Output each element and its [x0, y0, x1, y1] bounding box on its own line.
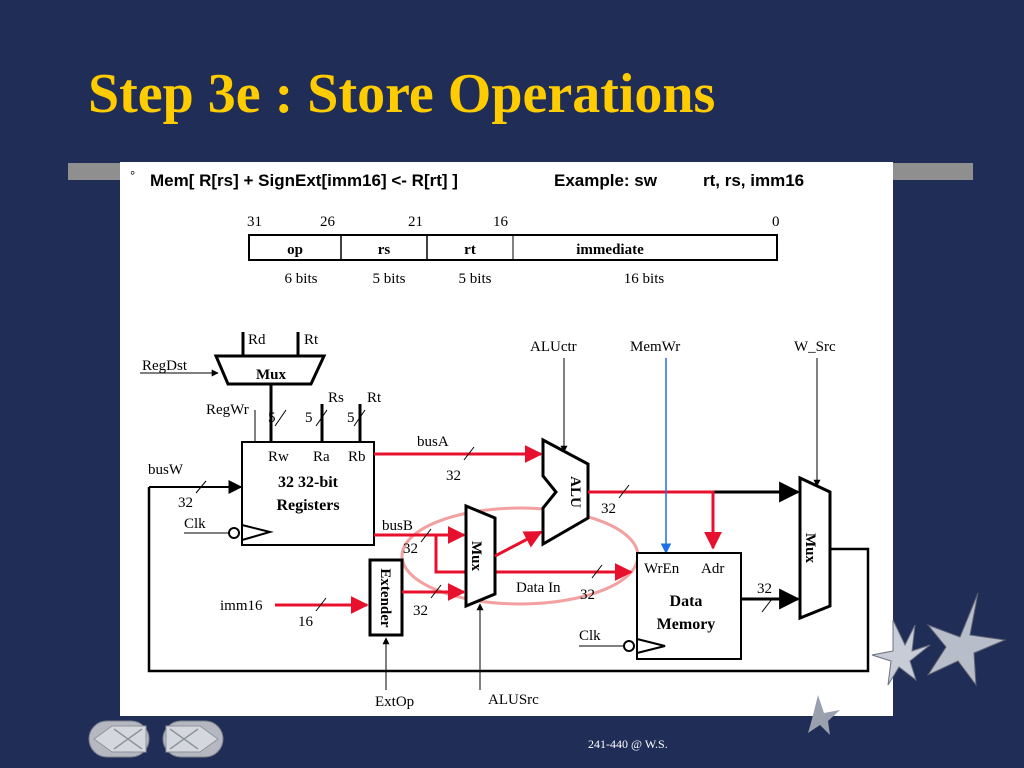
bit-pos-16: 16 — [493, 214, 509, 230]
svg-text:Extender: Extender — [377, 568, 393, 628]
next-slide-icon — [165, 725, 219, 753]
example-args: rt, rs, imm16 — [703, 171, 804, 190]
star-icon — [871, 619, 931, 686]
svg-text:Clk: Clk — [579, 628, 601, 644]
width-immediate: 16 bits — [624, 271, 665, 287]
svg-text:32: 32 — [757, 581, 772, 597]
svg-text:32: 32 — [446, 468, 461, 484]
prev-slide-button[interactable] — [88, 720, 150, 758]
bit-pos-21: 21 — [408, 214, 423, 230]
field-rs: rs — [378, 242, 391, 258]
svg-text:5: 5 — [268, 410, 276, 426]
svg-text:Ra: Ra — [313, 449, 330, 465]
svg-text:Rd: Rd — [248, 332, 266, 348]
svg-text:ALU: ALU — [567, 476, 583, 508]
next-slide-button[interactable] — [162, 720, 224, 758]
clk-label: Clk — [184, 516, 206, 532]
svg-text:ALUSrc: ALUSrc — [488, 692, 539, 708]
memwr-label: MemWr — [630, 339, 680, 355]
busb-label: busB — [382, 518, 413, 534]
svg-text:Memory: Memory — [657, 616, 716, 633]
example-label: Example: sw — [554, 171, 658, 190]
regdst-label: RegDst — [142, 358, 188, 374]
aluctr-label: ALUctr — [530, 339, 577, 355]
star-icon — [808, 695, 840, 735]
datapath-figure: ° Mem[ R[rs] + SignExt[imm16] <- R[rt] ]… — [120, 162, 893, 716]
data-memory: WrEn Adr Data Memory — [623, 552, 742, 660]
field-op: op — [287, 242, 303, 258]
bit-pos-26: 26 — [320, 214, 336, 230]
svg-text:Mux: Mux — [802, 533, 818, 564]
svg-text:32: 32 — [178, 495, 193, 511]
regwr-label: RegWr — [206, 402, 249, 418]
svg-text:32: 32 — [580, 587, 595, 603]
instruction-format: 31 26 21 16 0 op rs rt immediate 6 bits … — [247, 214, 780, 287]
star-icon — [926, 592, 1007, 687]
alusrc-mux: Mux — [464, 503, 497, 609]
svg-text:Rt: Rt — [304, 332, 319, 348]
wsrc-label: W_Src — [794, 339, 836, 355]
svg-text:Mux: Mux — [468, 541, 484, 572]
datain-label: Data In — [516, 580, 561, 596]
busa-label: busA — [417, 434, 449, 450]
svg-text:32: 32 — [403, 541, 418, 557]
regdst-mux-label: Mux — [256, 367, 287, 383]
extender: Extender — [368, 558, 404, 637]
svg-text:Registers: Registers — [276, 497, 339, 514]
svg-text:32: 32 — [413, 603, 428, 619]
svg-text:32: 32 — [601, 501, 616, 517]
svg-text:Rw: Rw — [268, 449, 289, 465]
busw-label: busW — [148, 462, 184, 478]
svg-text:ExtOp: ExtOp — [375, 694, 414, 710]
width-rs: 5 bits — [373, 271, 406, 287]
busw-feedback-wire — [147, 487, 870, 673]
wsrc-mux: Mux — [798, 475, 832, 621]
svg-text:Data: Data — [670, 593, 703, 610]
decorative-stars — [808, 592, 1007, 735]
regdst-mux: Rd Rt Mux RegDst — [140, 332, 327, 442]
slide-title: Step 3e : Store Operations — [88, 63, 716, 125]
field-immediate: immediate — [576, 242, 644, 258]
svg-text:WrEn: WrEn — [644, 561, 680, 577]
svg-text:Rb: Rb — [348, 449, 366, 465]
bit-pos-0: 0 — [772, 214, 780, 230]
svg-text:5: 5 — [347, 410, 355, 426]
rt-label: Rt — [367, 390, 382, 406]
rs-label: Rs — [328, 390, 344, 406]
width-op: 6 bits — [285, 271, 318, 287]
alu: ALU — [541, 437, 590, 547]
prev-slide-icon — [93, 725, 147, 753]
svg-text:5: 5 — [305, 410, 313, 426]
svg-text:16: 16 — [298, 614, 314, 630]
bit-pos-31: 31 — [247, 214, 262, 230]
bullet-glyph: ° — [130, 168, 135, 183]
field-rt: rt — [464, 242, 476, 258]
imm16-label: imm16 — [220, 598, 263, 614]
svg-text:32 32-bit: 32 32-bit — [278, 474, 339, 491]
svg-text:Adr: Adr — [701, 561, 724, 577]
width-rt: 5 bits — [459, 271, 492, 287]
slide-footer: 241-440 @ W.S. — [588, 737, 668, 751]
instruction-operation: Mem[ R[rs] + SignExt[imm16] <- R[rt] ] — [150, 171, 458, 190]
register-file: Rw Ra Rb 32 32-bit Registers — [228, 441, 375, 546]
